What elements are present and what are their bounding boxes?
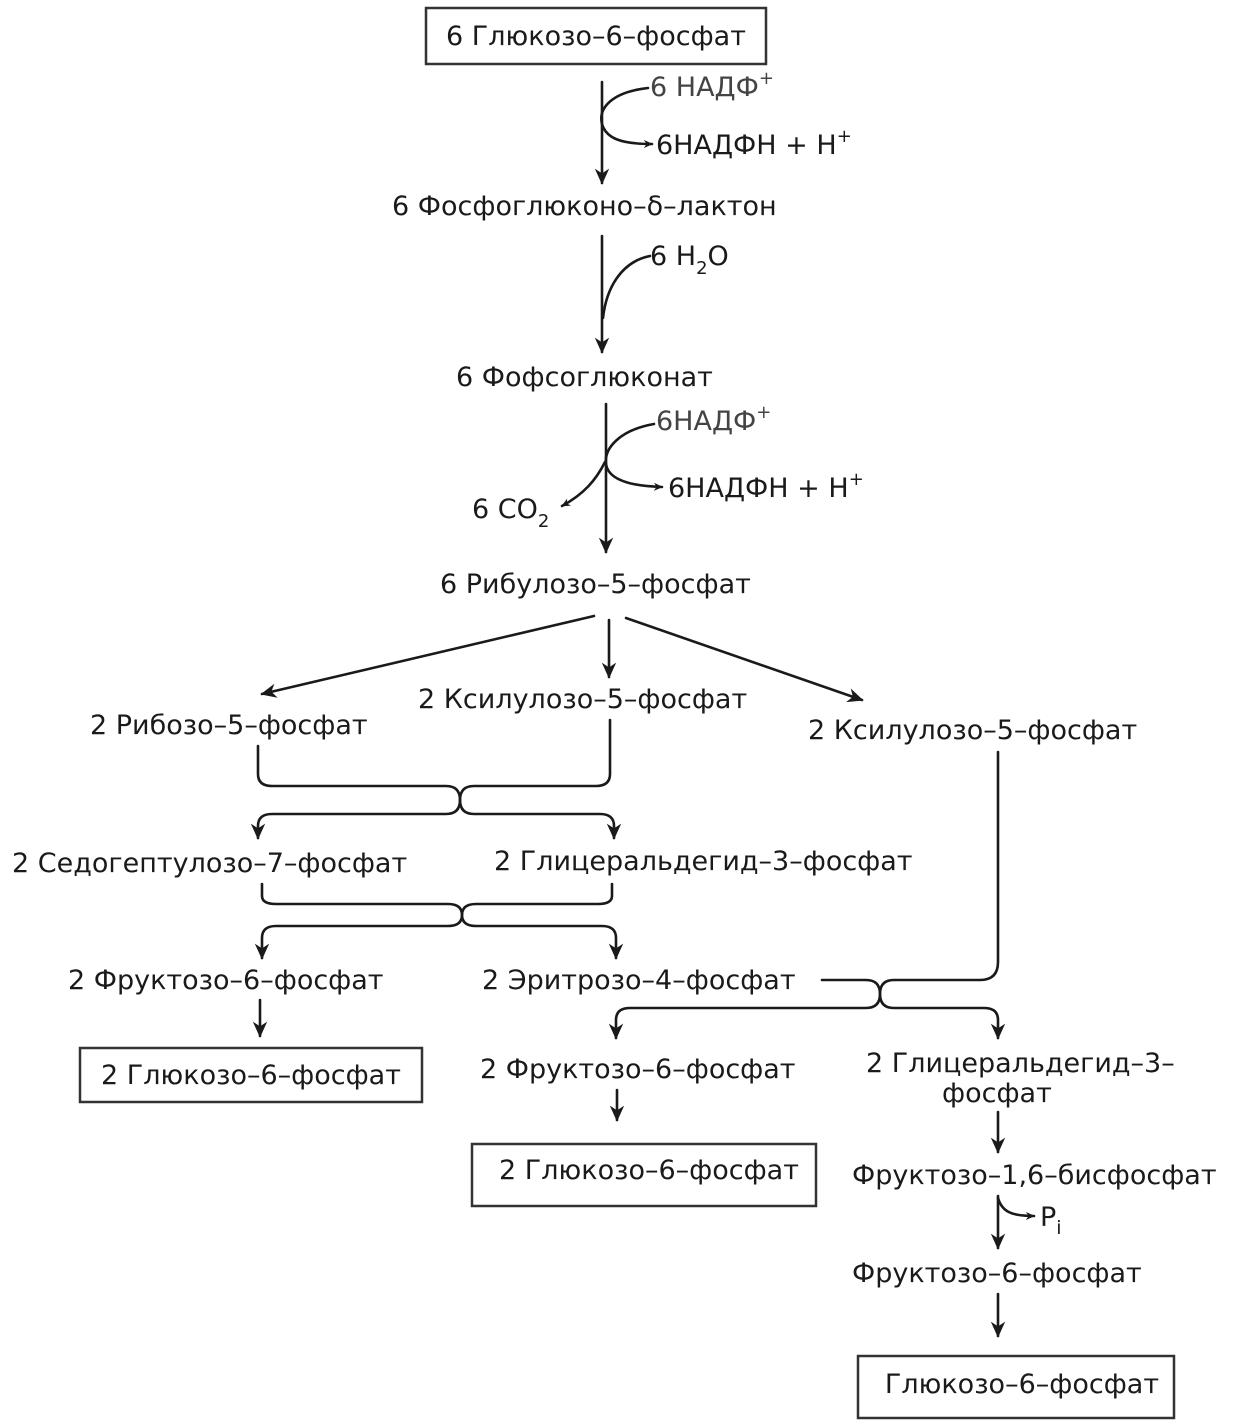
start-box bbox=[424, 6, 768, 66]
nadp-in-step1: 6 НАДФ+ bbox=[650, 68, 774, 103]
fructose-6-phosphate-left-label: 2 Фруктозо–6–фосфат bbox=[68, 965, 384, 996]
glyceraldehyde-3-phosphate-label-2b: фосфат bbox=[942, 1078, 1052, 1109]
ribulose-5-phosphate-label: 6 Рибулозо–5–фосфат bbox=[440, 569, 751, 600]
left-glucose-6-phosphate: 2 Глюкозо–6–фосфат bbox=[101, 1060, 401, 1091]
sedoheptulose-7-phosphate-label: 2 Седогептулозо–7–фосфат bbox=[12, 848, 407, 879]
pi-release-curve bbox=[996, 1196, 1036, 1221]
water-label: 6 H2O bbox=[650, 241, 729, 279]
crossover-2-left-input bbox=[260, 882, 624, 960]
xylulose-5-phosphate-right-label: 2 Ксилулозо–5–фосфат bbox=[808, 715, 1137, 746]
pi-label: Pi bbox=[1040, 1202, 1062, 1239]
crossover-3-erythrose-input bbox=[820, 978, 1006, 1040]
left-glucose-box bbox=[78, 1046, 424, 1104]
nadp-in-step3: 6НАДФ+ bbox=[656, 402, 771, 437]
arrow-to-xylulose-right bbox=[624, 616, 864, 703]
final-glucose-6-phosphate: Глюкозо–6–фосфат bbox=[885, 1369, 1159, 1400]
crossover-2-right-input bbox=[254, 882, 614, 960]
fructose-6-phosphate-right-label: Фруктозо–6–фосфат bbox=[852, 1258, 1142, 1289]
glyceraldehyde-3-phosphate-label-2a: 2 Глицеральдегид–3– bbox=[866, 1048, 1175, 1079]
final-glucose-box bbox=[856, 1354, 1176, 1420]
nadph-out-step3: 6НАДФН + Н+ bbox=[668, 469, 864, 504]
xylulose-5-phosphate-middle-label: 2 Ксилулозо–5–фосфат bbox=[418, 684, 747, 715]
glyceraldehyde-3-phosphate-label-1: 2 Глицеральдегид–3–фосфат bbox=[494, 846, 913, 877]
fructose-1-6-bisphosphate-label: Фруктозо–1,6–бисфосфат bbox=[852, 1160, 1217, 1191]
middle-glucose-6-phosphate: 2 Глюкозо–6–фосфат bbox=[499, 1155, 799, 1186]
phosphogluconate-label: 6 Фофсоглюконат bbox=[456, 362, 713, 393]
fructose-6-phosphate-middle-label: 2 Фруктозо–6–фосфат bbox=[480, 1054, 796, 1085]
arrow-to-ribose bbox=[260, 614, 596, 698]
cofactor-curve-step3 bbox=[604, 422, 664, 491]
ribose-5-phosphate-label: 2 Рибозо–5–фосфат bbox=[90, 710, 368, 741]
water-curve-step2 bbox=[601, 254, 652, 320]
crossover-1-left-input bbox=[256, 744, 622, 840]
nadph-out-step1: 6НАДФН + Н+ bbox=[656, 126, 852, 161]
co2-label: 6 CO2 bbox=[472, 494, 549, 532]
co2-curve bbox=[560, 460, 607, 508]
start-glucose-6-phosphate: 6 Глюкозо–6–фосфат bbox=[446, 21, 746, 52]
phosphogluconolactone-label: 6 Фосфоглюконо–δ–лактон bbox=[392, 191, 777, 222]
crossover-1-right-input bbox=[250, 718, 612, 840]
cofactor-curve-step1 bbox=[600, 86, 654, 149]
middle-glucose-box bbox=[470, 1142, 818, 1208]
erythrose-4-phosphate-label: 2 Эритрозо–4–фосфат bbox=[482, 965, 796, 996]
